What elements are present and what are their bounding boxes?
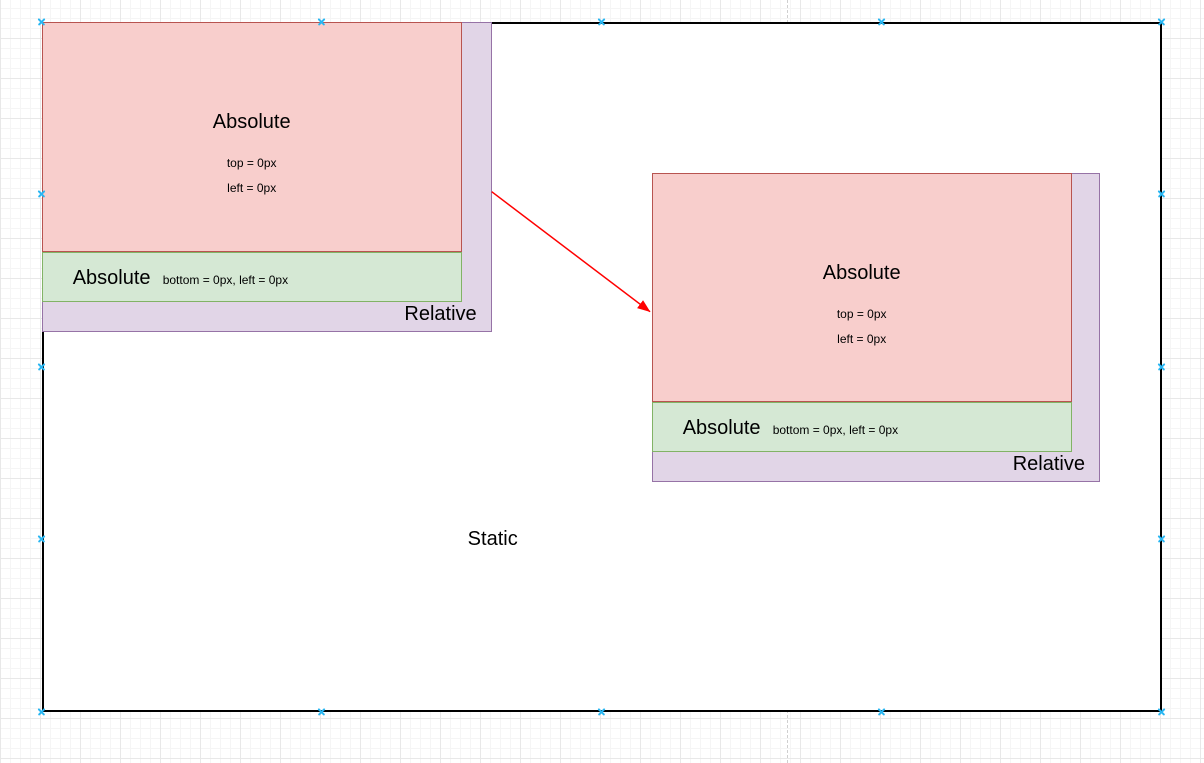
connection-point-icon[interactable] — [317, 17, 326, 26]
absolute-bottom-box-2-title: Absolute — [682, 416, 761, 439]
absolute-top-box-2-title: Absolute — [822, 261, 901, 284]
absolute-top-box-1[interactable]: Absolute top = 0px left = 0px — [41, 21, 462, 252]
absolute-bottom-box-2-props: bottom = 0px, left = 0px — [772, 422, 899, 437]
connection-point-icon[interactable] — [37, 17, 46, 26]
connection-point-icon[interactable] — [597, 707, 606, 716]
absolute-bottom-box-1-props: bottom = 0px, left = 0px — [162, 272, 289, 287]
connection-point-icon[interactable] — [1157, 362, 1166, 371]
absolute-top-box-2-prop-left: left = 0px — [837, 331, 887, 346]
connection-point-icon[interactable] — [1157, 190, 1166, 199]
absolute-top-box-1-prop-top: top = 0px — [226, 155, 277, 170]
absolute-top-box-1-title: Absolute — [212, 110, 291, 133]
static-box-label: Static — [467, 527, 518, 550]
absolute-top-box-2[interactable]: Absolute top = 0px left = 0px — [651, 172, 1072, 402]
connection-point-icon[interactable] — [1157, 707, 1166, 716]
connection-point-icon[interactable] — [877, 17, 886, 26]
connection-point-icon[interactable] — [1157, 17, 1166, 26]
connection-point-icon[interactable] — [37, 535, 46, 544]
relative-box-1-label: Relative — [404, 302, 477, 325]
connection-point-icon[interactable] — [37, 362, 46, 371]
connection-point-icon[interactable] — [37, 707, 46, 716]
absolute-bottom-box-2[interactable]: Absolute bottom = 0px, left = 0px — [651, 401, 1072, 452]
absolute-bottom-box-1-title: Absolute — [72, 266, 151, 289]
absolute-top-box-1-prop-left: left = 0px — [227, 180, 277, 195]
connection-point-icon[interactable] — [37, 190, 46, 199]
relative-box-2-label: Relative — [1012, 452, 1085, 475]
connection-point-icon[interactable] — [597, 17, 606, 26]
connection-point-icon[interactable] — [877, 707, 886, 716]
connection-point-icon[interactable] — [317, 707, 326, 716]
connection-point-icon[interactable] — [1157, 535, 1166, 544]
absolute-top-box-2-prop-top: top = 0px — [836, 306, 887, 321]
absolute-bottom-box-1[interactable]: Absolute bottom = 0px, left = 0px — [41, 251, 462, 302]
